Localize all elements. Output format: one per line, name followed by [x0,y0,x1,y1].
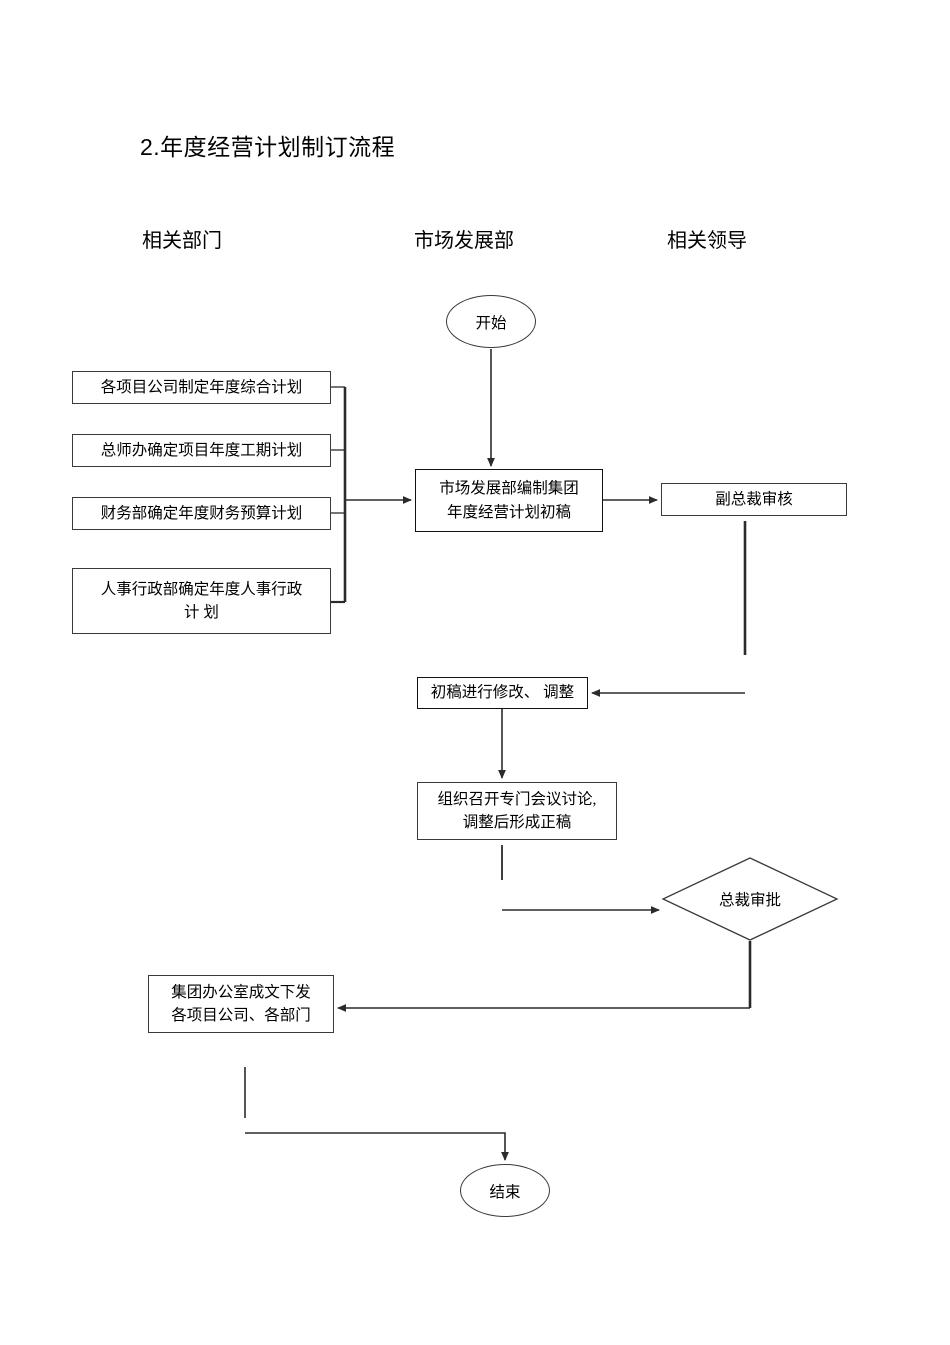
node-left-4-label: 人事行政部确定年度人事行政 计 划 [95,578,309,625]
node-left-4[interactable]: 人事行政部确定年度人事行政 计 划 [72,568,331,634]
node-revise-draft[interactable]: 初稿进行修改、 调整 [417,677,588,709]
node-vp-review-label: 副总裁审核 [715,490,793,508]
lane-header-market-development-dept: 市场发展部 [414,230,514,252]
node-meeting-line1: 组织召开专门会议讨论, [437,790,597,808]
node-center-draft-label: 市场发展部编制集团 年度经营计划初稿 [433,477,585,524]
node-end-label: 结束 [489,1183,521,1201]
node-left-2-label: 总师办确定项目年度工期计划 [100,441,303,459]
node-left-1[interactable]: 各项目公司制定年度综合计划 [72,371,331,404]
node-issue-doc-label: 集团办公室成文下发 各项目公司、各部门 [165,981,317,1028]
node-left-4-line2: 计 划 [184,604,219,621]
node-left-3[interactable]: 财务部确定年度财务预算计划 [72,497,331,530]
node-ceo-approval-label: 总裁审批 [718,892,781,909]
node-center-draft-line2: 年度经营计划初稿 [446,503,571,521]
node-left-1-label: 各项目公司制定年度综合计划 [100,378,303,396]
node-left-3-label: 财务部确定年度财务预算计划 [100,504,303,522]
node-meeting[interactable]: 组织召开专门会议讨论, 调整后形成正稿 [417,782,617,840]
node-start[interactable]: 开始 [446,295,536,348]
node-end[interactable]: 结束 [460,1164,550,1217]
lane-header-related-departments: 相关部门 [142,230,222,252]
node-start-label: 开始 [475,314,507,332]
node-ceo-approval[interactable]: 总裁审批 [663,858,837,940]
node-left-4-line1: 人事行政部确定年度人事行政 [100,580,303,598]
decision-diamond-shape [661,857,839,941]
node-vp-review[interactable]: 副总裁审核 [661,483,847,516]
node-issue-doc[interactable]: 集团办公室成文下发 各项目公司、各部门 [148,975,334,1033]
node-meeting-label: 组织召开专门会议讨论, 调整后形成正稿 [432,788,603,835]
node-left-2[interactable]: 总师办确定项目年度工期计划 [72,434,331,467]
connector-issue-to-end [245,1132,509,1161]
node-center-draft-line1: 市场发展部编制集团 [439,480,579,498]
lane-header-related-leaders: 相关领导 [667,230,747,252]
node-center-draft[interactable]: 市场发展部编制集团 年度经营计划初稿 [415,469,603,532]
node-meeting-line2: 调整后形成正稿 [462,814,572,831]
node-issue-doc-line2: 各项目公司、各部门 [171,1007,311,1024]
node-revise-draft-label: 初稿进行修改、 调整 [430,684,575,702]
page-title: 2.年度经营计划制订流程 [140,134,396,160]
node-issue-doc-line1: 集团办公室成文下发 [171,983,311,1001]
